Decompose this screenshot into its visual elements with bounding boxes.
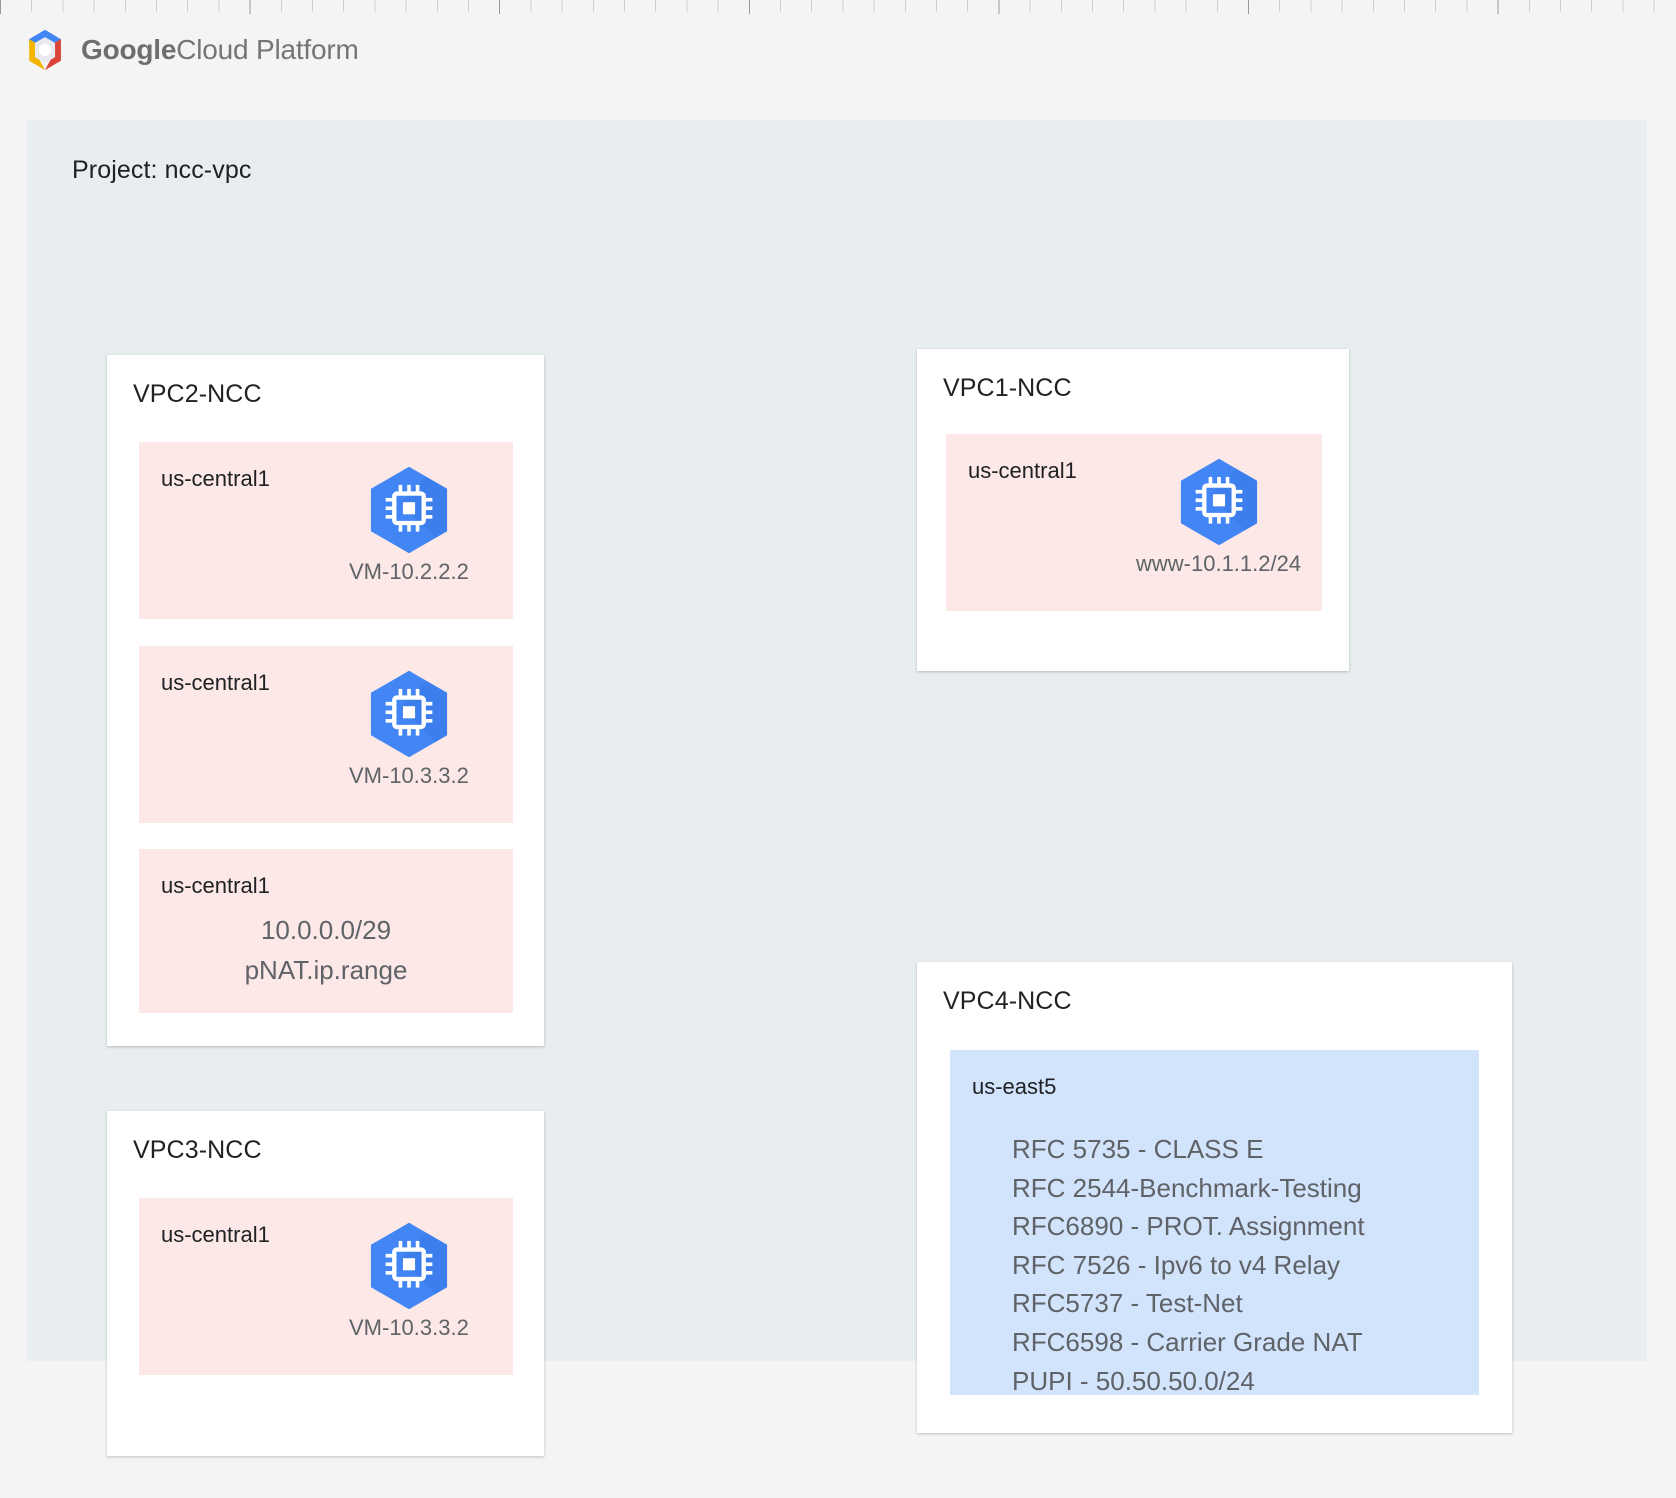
subnet-box-us-central1[interactable]: us-central1	[139, 442, 513, 619]
rfc-list-item: RFC6890 - PROT. Assignment	[1012, 1211, 1365, 1242]
brand-word-cloud-platform: Cloud Platform	[176, 34, 359, 65]
vm-instance-icon	[365, 669, 453, 759]
brand-wordmark: GoogleCloud Platform	[81, 34, 359, 66]
subnet-box-us-central1[interactable]: us-central1	[946, 434, 1322, 611]
vpc-card-title: VPC3-NCC	[133, 1136, 262, 1164]
vm-node-label: VM-10.3.3.2	[349, 1315, 469, 1340]
subnet-region-label: us-central1	[161, 466, 270, 491]
brand-header: GoogleCloud Platform	[22, 27, 359, 73]
vm-node[interactable]: VM-10.2.2.2	[349, 465, 469, 585]
vm-node[interactable]: VM-10.3.3.2	[349, 1221, 469, 1341]
vm-node[interactable]: VM-10.3.3.2	[349, 669, 469, 789]
subnet-region-label: us-central1	[161, 670, 270, 695]
rfc-list-item: PUPI - 50.50.50.0/24	[1012, 1365, 1255, 1396]
vm-node[interactable]: www-10.1.1.2/24	[1136, 457, 1301, 577]
pnat-range-name: pNAT.ip.range	[244, 954, 408, 985]
rfc-list-item: RFC 2544-Benchmark-Testing	[1012, 1172, 1362, 1203]
pnat-range-text: 10.0.0.0/29 pNAT.ip.range	[139, 911, 513, 990]
subnet-region-label: us-east5	[972, 1074, 1057, 1099]
vpc-card-title: VPC4-NCC	[943, 987, 1072, 1015]
rfc-list: RFC 5735 - CLASS E RFC 2544-Benchmark-Te…	[1012, 1130, 1365, 1400]
project-title: Project: ncc-vpc	[72, 156, 252, 184]
vpc-card-vpc1-ncc[interactable]: VPC1-NCC us-central1	[917, 349, 1349, 671]
subnet-region-label: us-central1	[161, 1222, 270, 1247]
vpc-card-title: VPC1-NCC	[943, 374, 1072, 402]
subnet-box-pnat-range[interactable]: us-central1 10.0.0.0/29 pNAT.ip.range	[139, 849, 513, 1013]
subnet-region-label: us-central1	[161, 873, 270, 898]
vm-instance-icon	[365, 465, 453, 555]
ruler-major-ticks	[0, 0, 1676, 14]
vpc-card-vpc3-ncc[interactable]: VPC3-NCC us-central1	[107, 1111, 544, 1456]
brand-word-google: Google	[81, 34, 177, 65]
pnat-cidr: 10.0.0.0/29	[260, 915, 392, 945]
vm-instance-icon	[365, 1221, 453, 1311]
rfc-list-item: RFC 7526 - Ipv6 to v4 Relay	[1012, 1249, 1341, 1280]
rfc-list-item: RFC 5735 - CLASS E	[1012, 1134, 1264, 1164]
google-cloud-logo-icon	[22, 27, 68, 73]
project-panel: Project: ncc-vpc VPC2-NCC us-central1	[27, 120, 1647, 1456]
vm-node-label: www-10.1.1.2/24	[1136, 551, 1302, 576]
subnet-box-us-central1[interactable]: us-central1	[139, 646, 513, 823]
rfc-list-item: RFC6598 - Carrier Grade NAT	[1012, 1326, 1363, 1357]
subnet-box-us-central1[interactable]: us-central1	[139, 1198, 513, 1375]
subnet-box-us-east5[interactable]: us-east5 RFC 5735 - CLASS E RFC 2544-Ben…	[950, 1050, 1479, 1396]
vm-instance-icon	[1175, 457, 1263, 547]
vm-node-label: VM-10.2.2.2	[349, 559, 469, 584]
vm-node-label: VM-10.3.3.2	[349, 763, 469, 788]
vpc-card-title: VPC2-NCC	[133, 380, 262, 408]
vpc-card-vpc4-ncc[interactable]: VPC4-NCC us-east5 RFC 5735 - CLASS E RFC…	[917, 962, 1512, 1433]
vpc-card-vpc2-ncc[interactable]: VPC2-NCC us-central1	[107, 355, 544, 1046]
rfc-list-item: RFC5737 - Test-Net	[1012, 1288, 1243, 1319]
subnet-region-label: us-central1	[968, 458, 1077, 483]
